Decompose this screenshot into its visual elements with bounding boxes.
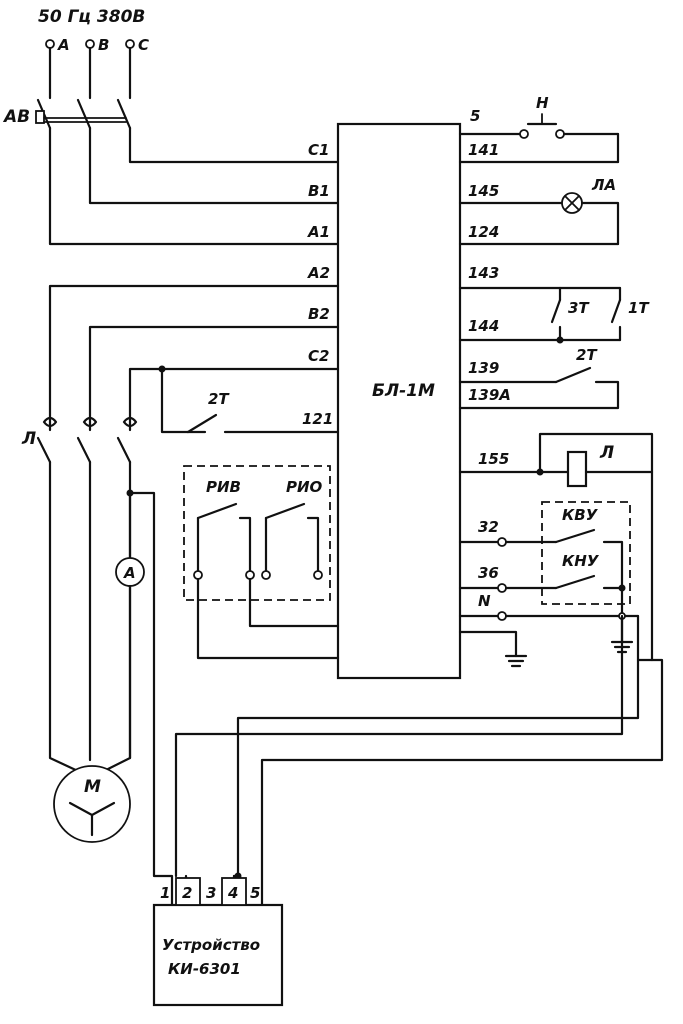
device-terminal-1: 1 <box>160 884 170 902</box>
block-name: БЛ-1М <box>372 381 435 401</box>
terminal-phase-b <box>85 39 95 49</box>
device-terminal-3: 3 <box>206 884 216 902</box>
block-bl1m <box>336 122 462 680</box>
block-terminal-5: 5 <box>470 107 480 125</box>
block-terminal-b1: В1 <box>308 182 330 200</box>
switch-kvu-label: КВУ <box>562 506 599 524</box>
relay-3t-label: 3Т <box>568 299 590 317</box>
block-terminal-139: 139 <box>468 359 499 377</box>
block-terminal-a1: А1 <box>307 223 330 241</box>
relay-1t-label: 1Т <box>628 299 650 317</box>
ground-icon-block <box>504 654 528 668</box>
terminal-phase-c <box>125 39 135 49</box>
contactor-main-label: Л <box>21 429 36 449</box>
contactor-main-contacts <box>36 416 138 464</box>
device-ki6301 <box>152 903 284 1007</box>
device-terminal-box-4 <box>221 877 247 906</box>
block-terminal-36: 36 <box>478 564 499 582</box>
block-terminal-c1: С1 <box>308 141 329 159</box>
ammeter-label: А <box>123 564 136 582</box>
relay-2t-right-label: 2Т <box>576 346 598 364</box>
contactor-coil-label: Л <box>599 443 614 463</box>
rio-label: РИО <box>286 478 323 496</box>
motor-label: М <box>84 777 101 797</box>
contactor-coil <box>566 450 588 488</box>
switch-knu-label: КНУ <box>562 552 600 570</box>
riv-label: РИВ <box>206 478 241 496</box>
phase-a-label: А <box>57 36 70 54</box>
rio-contact <box>261 502 323 580</box>
button-n-label: Н <box>536 94 549 112</box>
phase-b-label: В <box>98 36 109 54</box>
device-terminal-5: 5 <box>250 884 260 902</box>
device-name-line1: Устройство <box>162 936 260 954</box>
device-terminal-4: 4 <box>227 884 238 902</box>
block-terminal-144: 144 <box>468 317 499 335</box>
device-terminal-2: 2 <box>182 884 192 902</box>
device-name-line2: КИ-6301 <box>168 960 241 978</box>
block-terminal-b2: В2 <box>308 305 330 323</box>
block-terminal-n: N <box>478 592 491 610</box>
phase-c-label: С <box>138 36 149 54</box>
block-terminal-155: 155 <box>478 450 509 468</box>
riv-rio-enclosure <box>183 465 331 601</box>
limit-switch-enclosure <box>541 501 631 605</box>
block-terminal-121: 121 <box>302 410 333 428</box>
block-terminal-a2: А2 <box>307 264 330 282</box>
block-terminal-32: 32 <box>478 518 499 536</box>
riv-contact <box>193 502 255 580</box>
relay-2t-left-label: 2Т <box>208 390 230 408</box>
block-terminal-139a: 139А <box>468 386 511 404</box>
block-terminal-145: 145 <box>468 182 499 200</box>
breaker-av <box>35 46 132 130</box>
terminal-phase-a <box>45 39 55 49</box>
breaker-label: АВ <box>2 107 30 127</box>
block-terminal-143: 143 <box>468 264 499 282</box>
block-terminal-124: 124 <box>468 223 499 241</box>
block-terminal-141: 141 <box>468 141 499 159</box>
device-terminal-box-2 <box>175 877 201 906</box>
motor-icon <box>53 765 131 843</box>
supply-label: 50 Гц 380В <box>38 7 145 27</box>
lamp-label: ЛА <box>591 176 616 194</box>
block-terminal-c2: С2 <box>308 347 329 365</box>
